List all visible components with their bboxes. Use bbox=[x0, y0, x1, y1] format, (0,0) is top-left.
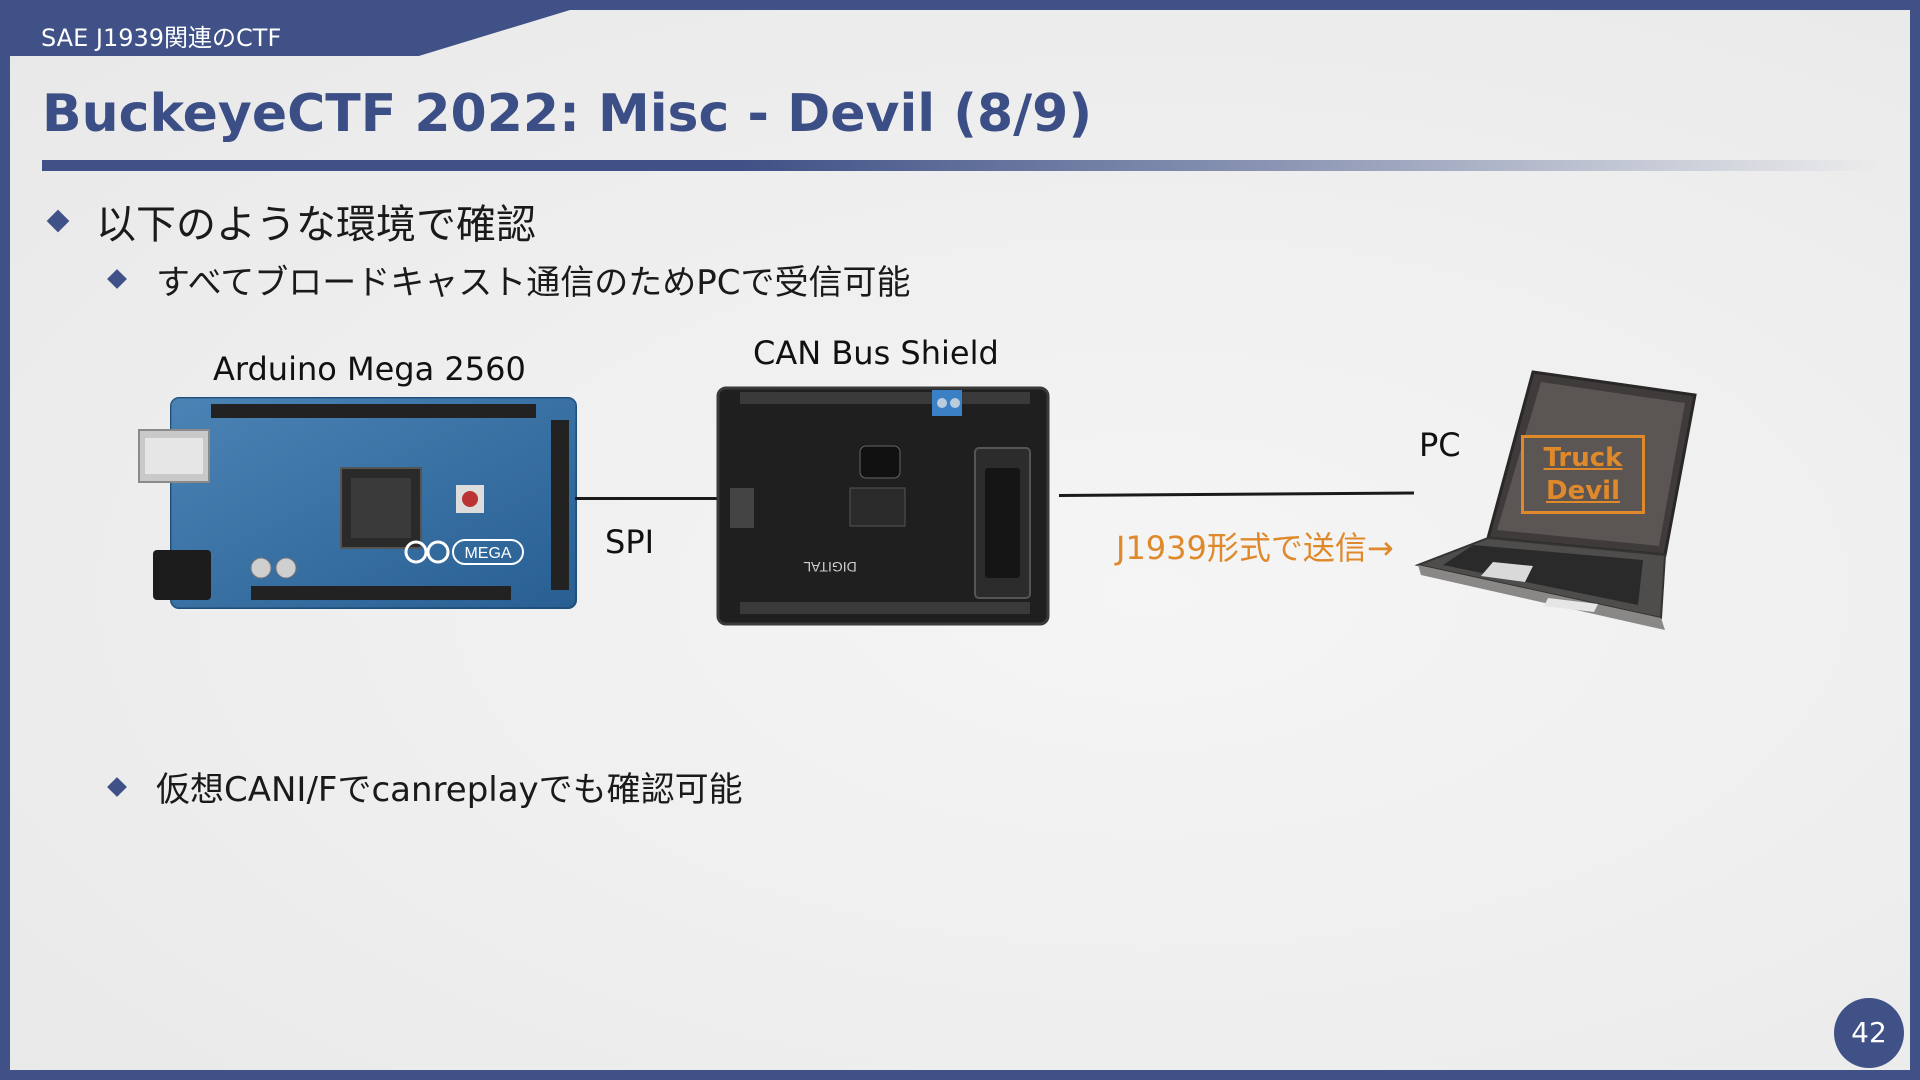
bullet-sub-broadcast: すべてブロードキャスト通信のためPCで受信可能 bbox=[156, 263, 911, 303]
bullet-diamond-icon bbox=[107, 269, 127, 289]
slide: SAE J1939関連のCTF BuckeyeCTF 2022: Misc - … bbox=[10, 10, 1910, 1070]
arduino-label: Arduino Mega 2560 bbox=[213, 350, 526, 388]
section-header: SAE J1939関連のCTF bbox=[41, 24, 282, 52]
devil-text: Devil bbox=[1546, 476, 1620, 506]
title-underline bbox=[42, 160, 1882, 171]
spi-label: SPI bbox=[605, 523, 655, 561]
page-title: BuckeyeCTF 2022: Misc - Devil (8/9) bbox=[42, 84, 1093, 144]
bullet-main: 以下のような環境で確認 bbox=[96, 202, 536, 248]
arduino-logo-text: MEGA bbox=[464, 545, 511, 562]
bullet-diamond-icon bbox=[46, 209, 70, 233]
spi-wire bbox=[575, 497, 725, 500]
truck-devil-box: Truck Devil bbox=[1521, 435, 1645, 514]
can-bus-shield-board-icon: DIGITAL bbox=[716, 386, 1050, 626]
can-bus-wire bbox=[1058, 491, 1415, 497]
arduino-mega-board-icon: MEGA bbox=[138, 397, 577, 609]
truck-text: Truck bbox=[1543, 443, 1623, 473]
bullet-diamond-icon bbox=[107, 777, 127, 797]
page-number-badge: 42 bbox=[1834, 998, 1904, 1068]
j1939-label: J1939形式で送信→ bbox=[1116, 529, 1394, 567]
shield-label: CAN Bus Shield bbox=[753, 334, 999, 372]
bullet-sub-canreplay: 仮想CANI/Fでcanreplayでも確認可能 bbox=[156, 770, 743, 810]
shield-silk-text: DIGITAL bbox=[803, 559, 857, 575]
pc-label: PC bbox=[1419, 426, 1461, 464]
